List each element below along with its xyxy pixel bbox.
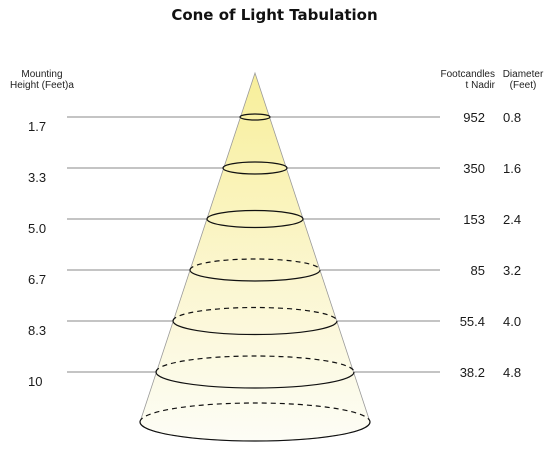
diameter-value: 4.8 (503, 365, 522, 380)
mounting-header-line1: Mounting (21, 69, 63, 80)
section-6-back (155, 355, 355, 373)
diameter-value: 4.0 (503, 314, 522, 329)
footcandles-value: 85 (470, 263, 485, 278)
height-label: 10 (28, 374, 43, 389)
section-3-back (206, 209, 304, 220)
footcandles-header: Footcandles t Nadir (427, 69, 495, 91)
section-5-back (172, 306, 338, 322)
section-5-front (172, 320, 338, 336)
footcandles-header-line2: t Nadir (465, 80, 495, 91)
section-3-front (206, 218, 304, 229)
page-title: Cone of Light Tabulation (171, 6, 378, 24)
footcandles-header-line1: Footcandles (440, 69, 495, 80)
section-6-front (155, 371, 355, 389)
mounting-header-line2: Height (Feet)a (10, 80, 74, 91)
diameter-header-line2: (Feet) (509, 80, 537, 91)
footcandles-value: 38.2 (459, 365, 485, 380)
section-1-back (239, 113, 271, 118)
section-1-front (239, 116, 271, 121)
cone-sections (139, 113, 371, 442)
diameter-value: 1.6 (503, 161, 522, 176)
light-cone (139, 71, 371, 442)
footcandles-value: 55.4 (459, 314, 485, 329)
diameter-header-line1: Diameter (502, 69, 544, 80)
diameter-value: 3.2 (503, 263, 522, 278)
section-2-front (222, 167, 288, 175)
section-base-back (139, 402, 371, 423)
section-2-back (222, 161, 288, 169)
section-base-front (139, 421, 371, 442)
height-label: 5.0 (28, 221, 47, 236)
height-label: 1.7 (28, 119, 47, 134)
diameter-value: 0.8 (503, 110, 522, 125)
diameter-header: Diameter (Feet) (498, 69, 548, 91)
section-4-front (189, 269, 321, 282)
height-label: 8.3 (28, 323, 47, 338)
mounting-height-header: Mounting Height (Feet)a (10, 69, 74, 91)
section-4-back (189, 258, 321, 271)
footcandles-value: 153 (463, 212, 485, 227)
height-label: 3.3 (28, 170, 47, 185)
footcandles-value: 350 (463, 161, 485, 176)
footcandles-value: 952 (463, 110, 485, 125)
diameter-value: 2.4 (503, 212, 522, 227)
height-label: 6.7 (28, 272, 47, 287)
